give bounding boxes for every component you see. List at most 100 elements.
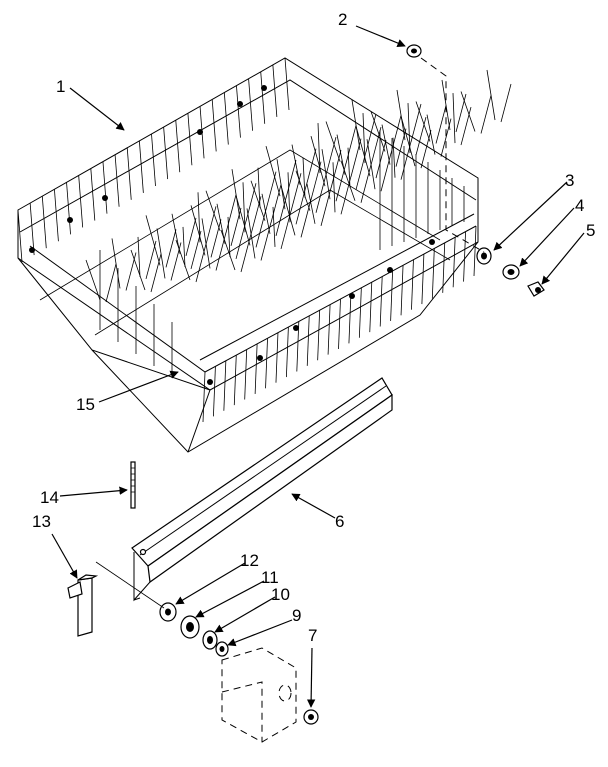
wire-segment (255, 209, 267, 248)
wheel-part-7 (303, 709, 319, 725)
wire-segment (205, 206, 217, 245)
wire-segment (272, 64, 278, 117)
callout-11: 11 (261, 568, 279, 587)
callout-12: 12 (240, 551, 259, 570)
wire-segment (300, 199, 312, 238)
wire-segment (390, 270, 394, 321)
wire-segment (223, 92, 229, 145)
wire-segment (240, 233, 252, 273)
wire-segment (138, 140, 144, 193)
wire-segment (242, 182, 246, 233)
wire-segment (381, 124, 391, 165)
wire-segment (215, 232, 227, 271)
wire-segment (265, 338, 268, 389)
wire-segment (220, 229, 236, 271)
wire-segment (245, 183, 257, 222)
wire-segment (170, 242, 182, 281)
wire-segment (280, 185, 296, 236)
wire-segment (260, 222, 272, 261)
wire-segment (225, 194, 237, 233)
wire-segment (355, 151, 367, 190)
callout-1: 1 (56, 77, 65, 96)
wire-segment (440, 118, 452, 157)
wire-segment (400, 141, 412, 180)
wire-segment (305, 148, 317, 187)
wire-segment (213, 366, 216, 417)
wire-segment (126, 147, 132, 200)
wire-segment (145, 215, 161, 266)
wire-segment (54, 189, 59, 242)
rim-rivet (29, 247, 35, 253)
rim-rivet (67, 217, 73, 223)
end-cap (406, 44, 422, 58)
wire-segment (265, 171, 277, 210)
wire-segment (395, 128, 407, 167)
rack-track (131, 377, 393, 602)
wire-segment (452, 237, 456, 288)
wire-segment (355, 126, 371, 177)
wire-segment (284, 57, 290, 111)
callout-3: 3 (565, 171, 574, 190)
wire-segment (175, 239, 191, 281)
wire-segment (270, 184, 282, 223)
wire-segment (29, 203, 35, 256)
wire-segment (370, 126, 382, 166)
wire-segment (321, 149, 331, 200)
wire-segment (280, 210, 292, 250)
wire-segment (165, 229, 177, 268)
wire-segment (421, 254, 425, 305)
wire-segment (182, 226, 186, 267)
wire-segment (295, 170, 311, 211)
wire-segment (460, 91, 476, 132)
rim-rivet (387, 267, 393, 273)
wire-segment (175, 120, 181, 173)
wire-segment (407, 103, 411, 154)
wire-segment (426, 114, 436, 155)
wire-segment (201, 218, 211, 269)
wire-segment (285, 160, 297, 199)
wire-segment (431, 248, 435, 299)
wire-segment (455, 93, 467, 133)
wire-segment (340, 160, 356, 201)
wire-segment (235, 195, 251, 246)
wire-segment (380, 153, 392, 192)
wire-segment (420, 130, 432, 169)
wire-segment (370, 111, 386, 152)
wire-segment (306, 183, 316, 224)
wire-segment (250, 196, 262, 235)
wire-segment (400, 116, 416, 167)
callout-2: 2 (338, 10, 347, 29)
wire-segment (390, 115, 402, 154)
dishrack-basket (17, 57, 512, 453)
wire-segment (400, 265, 404, 316)
wire-segment (275, 197, 287, 236)
callout-5: 5 (586, 221, 595, 240)
wire-segment (230, 207, 242, 246)
wire-segment (210, 219, 222, 258)
wire-segment (261, 193, 271, 234)
wire-segment (375, 140, 387, 179)
wire-segment (190, 205, 206, 256)
wire-segment (202, 371, 206, 423)
track-stop-bracket (67, 574, 99, 637)
callout-4: 4 (575, 196, 584, 215)
rim-rivet (207, 379, 213, 385)
wire-segment (137, 236, 141, 277)
wire-segment (190, 230, 202, 270)
wire-segment (235, 220, 247, 260)
wire-segment (233, 355, 237, 406)
rim-rivet (261, 85, 267, 91)
wire-segment (150, 253, 162, 293)
wire-segment (223, 360, 227, 411)
leader-lines (51, 25, 585, 708)
wire-segment (90, 168, 96, 221)
wire-segment (211, 99, 217, 152)
wire-segment (105, 263, 117, 303)
wire-segment (415, 116, 427, 156)
wire-segment (460, 106, 472, 146)
callout-labels: 1 2 3 4 5 6 7 9 10 11 12 13 14 15 (32, 10, 595, 645)
wire-segment (366, 139, 376, 190)
wire-segment (315, 174, 327, 213)
wire-segment (325, 121, 341, 162)
